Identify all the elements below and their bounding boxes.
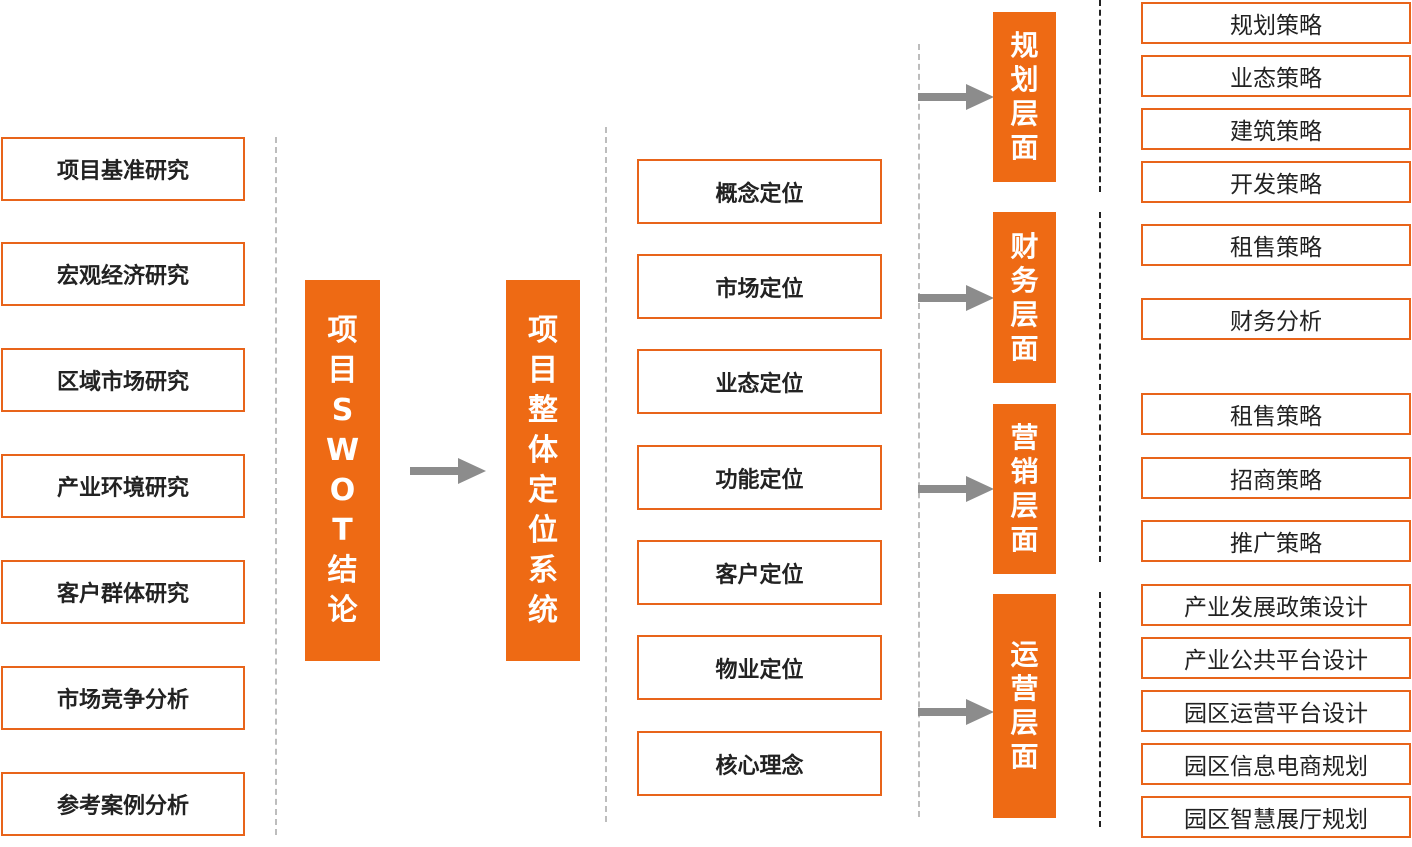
vertical-char: 规: [1010, 29, 1039, 62]
vertical-char: 层: [1010, 489, 1039, 522]
vertical-char: 面: [1010, 331, 1039, 365]
research-box: 客户群体研究: [1, 560, 245, 624]
vertical-char: 层: [1010, 97, 1039, 130]
vertical-char: 营: [1010, 421, 1039, 454]
research-box: 区域市场研究: [1, 348, 245, 412]
vertical-char: 结: [327, 552, 358, 588]
vertical-char: 项: [528, 312, 558, 348]
vertical-char: 层: [1010, 297, 1039, 331]
layer-bar-marketing: 营销层面: [993, 404, 1056, 574]
vertical-char: 面: [1010, 523, 1039, 556]
strategy-box: 产业公共平台设计: [1141, 637, 1411, 679]
column-divider: [605, 127, 607, 822]
vertical-char: 系: [528, 552, 558, 588]
arrow-to-planning-layer: [918, 84, 994, 110]
arrow-swot-to-system: [410, 458, 486, 484]
arrow-to-finance-layer: [918, 285, 994, 311]
vertical-char: O: [329, 472, 356, 508]
arrow-to-operation-layer: [918, 699, 994, 725]
vertical-char: 划: [1010, 63, 1039, 96]
column-divider: [275, 137, 277, 835]
vertical-char: 统: [528, 592, 558, 628]
vertical-char: 面: [1010, 740, 1039, 773]
arrow-to-marketing-layer: [918, 476, 994, 502]
strategy-box: 业态策略: [1141, 55, 1411, 97]
strategy-box: 推广策略: [1141, 520, 1411, 562]
vertical-char: S: [331, 392, 354, 428]
layer-divider: [1099, 212, 1101, 562]
positioning-box: 概念定位: [637, 159, 882, 224]
vertical-char: W: [325, 432, 360, 468]
vertical-char: 层: [1010, 706, 1039, 739]
research-box: 产业环境研究: [1, 454, 245, 518]
strategy-box: 规划策略: [1141, 2, 1411, 44]
strategy-box: 财务分析: [1141, 298, 1411, 340]
strategy-box: 租售策略: [1141, 224, 1411, 266]
vertical-char: 务: [1010, 263, 1039, 297]
vertical-char: 项: [327, 312, 358, 348]
research-box: 参考案例分析: [1, 772, 245, 836]
strategy-box: 园区运营平台设计: [1141, 690, 1411, 732]
strategy-box: 建筑策略: [1141, 108, 1411, 150]
positioning-box: 客户定位: [637, 540, 882, 605]
positioning-system-bar: 项目整体定位系统: [506, 280, 580, 661]
layer-bar-operation: 运营层面: [993, 594, 1056, 818]
vertical-char: 整: [528, 392, 558, 428]
column-divider: [918, 44, 920, 817]
vertical-char: 定: [528, 472, 558, 508]
strategy-box: 租售策略: [1141, 393, 1411, 435]
research-box: 宏观经济研究: [1, 242, 245, 306]
vertical-char: 运: [1010, 638, 1039, 671]
vertical-char: 营: [1010, 672, 1039, 705]
strategy-box: 产业发展政策设计: [1141, 584, 1411, 626]
vertical-char: T: [332, 512, 353, 548]
vertical-char: 财: [1010, 229, 1039, 263]
vertical-char: 目: [528, 352, 558, 388]
vertical-char: 体: [528, 432, 558, 468]
vertical-char: 面: [1010, 131, 1039, 164]
research-box: 市场竞争分析: [1, 666, 245, 730]
layer-divider: [1099, 592, 1101, 827]
layer-bar-planning: 规划层面: [993, 12, 1056, 182]
vertical-char: 销: [1010, 455, 1039, 488]
research-box: 项目基准研究: [1, 137, 245, 201]
vertical-char: 目: [327, 352, 358, 388]
positioning-box: 核心理念: [637, 731, 882, 796]
positioning-box: 物业定位: [637, 635, 882, 700]
positioning-box: 功能定位: [637, 445, 882, 510]
positioning-box: 市场定位: [637, 254, 882, 319]
strategy-box: 开发策略: [1141, 161, 1411, 203]
vertical-char: 论: [327, 592, 358, 628]
positioning-box: 业态定位: [637, 349, 882, 414]
vertical-char: 位: [528, 512, 558, 548]
strategy-box: 招商策略: [1141, 457, 1411, 499]
strategy-box: 园区信息电商规划: [1141, 743, 1411, 785]
layer-divider: [1099, 0, 1101, 192]
layer-bar-finance: 财务层面: [993, 212, 1056, 383]
strategy-box: 园区智慧展厅规划: [1141, 796, 1411, 838]
